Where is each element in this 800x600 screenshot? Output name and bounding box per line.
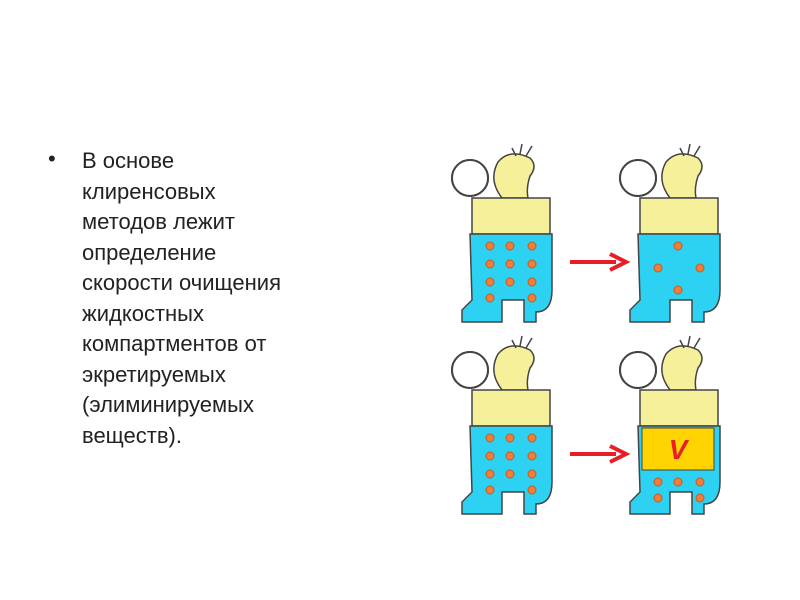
figure-after-2: V [619,335,721,515]
bullet-marker: • [48,146,56,171]
clearance-illustration: V [440,140,750,530]
figure-before-2 [451,335,553,515]
clock-icon [451,159,489,197]
arrow-right-icon [570,252,631,272]
volume-box [641,427,715,471]
clock-icon [619,159,657,197]
clock-icon [619,351,657,389]
arrow-right-icon [570,444,631,464]
figure-before-1 [451,143,553,323]
figure-after-1 [619,143,721,323]
clock-icon [451,351,489,389]
volume-label: V [669,434,690,465]
bullet-text: В основе клиренсовых методов лежит опред… [82,148,281,448]
